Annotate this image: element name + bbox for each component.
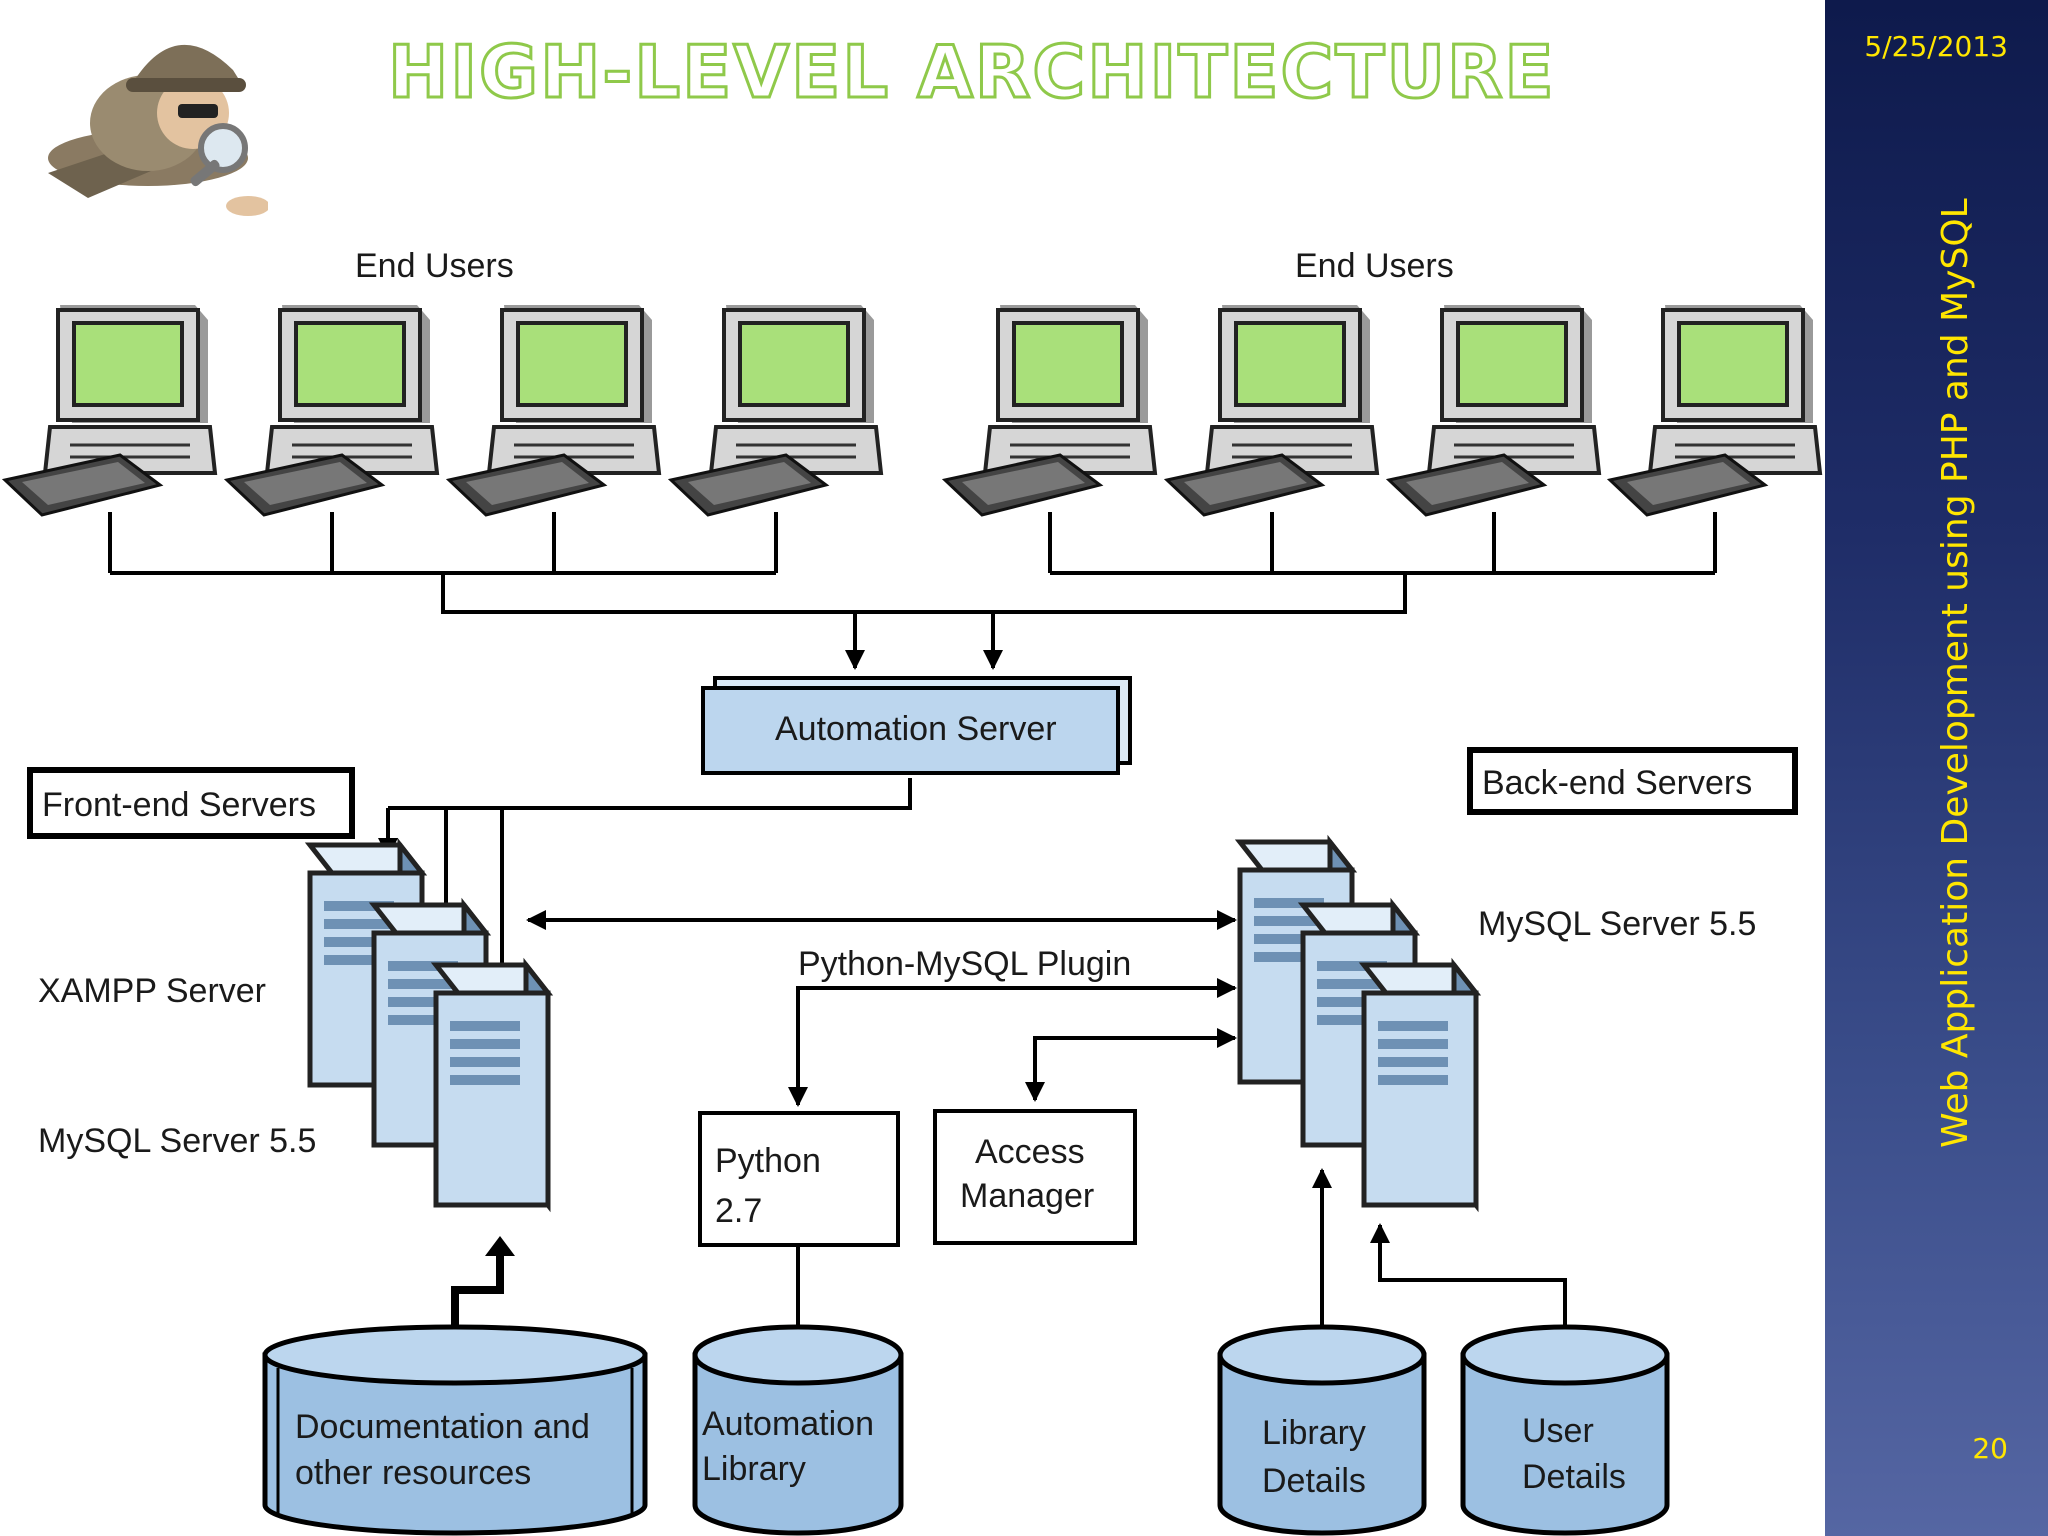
computer-icon-3 (447, 303, 661, 517)
user-connection-lines (108, 512, 1717, 670)
database-documentation: Documentation and other resources (262, 1324, 648, 1536)
computer-icon-2 (225, 303, 439, 517)
automation-server-box: Automation Server (701, 676, 1132, 775)
library-details-line1: Library (1262, 1414, 1366, 1452)
computer-icon-7 (1387, 303, 1601, 517)
automation-server-label: Automation Server (775, 710, 1057, 748)
mysql-server-right-label: MySQL Server 5.5 (1478, 905, 1756, 943)
slide-title: High-Level Architecture (387, 29, 1556, 116)
python-label-line2: 2.7 (715, 1192, 762, 1230)
python-label-line1: Python (715, 1142, 821, 1180)
computer-icon-1 (3, 303, 217, 517)
library-details-line2: Details (1262, 1462, 1366, 1500)
computer-icon-5 (943, 303, 1157, 517)
server-icon-backend-3 (1364, 965, 1476, 1205)
slide-canvas: High-Level Architecture (3, 28, 1822, 1536)
back-end-servers-label: Back-end Servers (1482, 764, 1752, 802)
front-end-servers-label: Front-end Servers (42, 786, 316, 824)
sidebar-panel: 5/25/2013 20 (1825, 0, 2048, 1536)
user-details-line2: Details (1522, 1458, 1626, 1496)
documentation-line2: other resources (295, 1454, 531, 1492)
back-end-servers-box: Back-end Servers (1467, 747, 1798, 815)
documentation-line1: Documentation and (295, 1408, 590, 1446)
database-user-details: User Details (1460, 1324, 1670, 1536)
automation-library-line1: Automation (702, 1405, 874, 1443)
detective-mascot-icon (48, 44, 268, 216)
xampp-server-label: XAMPP Server (38, 972, 266, 1010)
server-icon-frontend-3 (436, 965, 548, 1205)
computer-icon-4 (669, 303, 883, 517)
end-users-right-label: End Users (1295, 247, 1454, 285)
end-users-left-label: End Users (355, 247, 514, 285)
database-automation-library: Automation Library (692, 1324, 904, 1536)
access-manager-box: Access Manager (933, 1109, 1137, 1245)
plugin-connection-lines (788, 978, 1237, 1107)
computer-icon-8 (1608, 303, 1822, 517)
architecture-diagram: End Users End Users Automation Server Fr… (3, 247, 1822, 1536)
server-documentation-link (451, 1248, 504, 1345)
access-manager-line1: Access (975, 1133, 1085, 1171)
database-library-details: Library Details (1217, 1324, 1427, 1536)
page-number: 20 (1972, 1432, 2008, 1465)
mysql-server-left-label: MySQL Server 5.5 (38, 1122, 316, 1160)
python-mysql-plugin-label: Python-MySQL Plugin (798, 945, 1131, 983)
computer-icon-6 (1165, 303, 1379, 517)
course-title-vertical: Web Application Development using PHP an… (1935, 198, 1976, 1148)
python-box: Python 2.7 (698, 1111, 900, 1247)
slide-date: 5/25/2013 (1864, 30, 2008, 63)
front-end-servers-box: Front-end Servers (27, 767, 355, 839)
access-manager-line2: Manager (960, 1177, 1094, 1215)
automation-library-line2: Library (702, 1450, 806, 1488)
user-details-line1: User (1522, 1412, 1594, 1450)
